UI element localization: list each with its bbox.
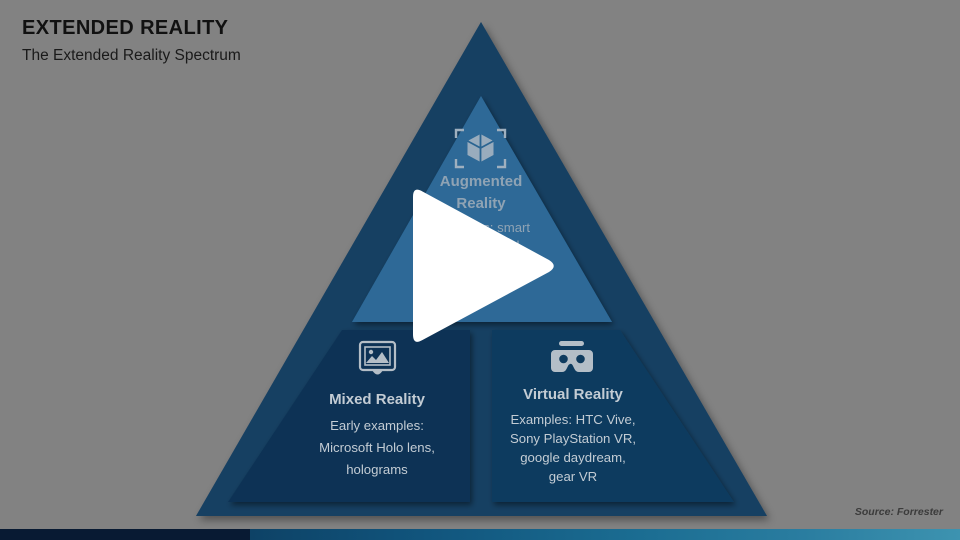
vr-body-line1: Examples: HTC Vive,: [510, 412, 635, 427]
progress-played-portion[interactable]: [0, 529, 250, 540]
mr-title: Mixed Reality: [329, 391, 426, 408]
vr-body-line4: gear VR: [549, 469, 597, 484]
mr-body-line2: Microsoft Holo lens,: [319, 440, 435, 455]
ar-body-line3: mounted displays: [430, 256, 533, 271]
vr-headset-icon: [551, 341, 593, 372]
video-progress-bar[interactable]: [0, 529, 960, 540]
vr-body-line2: Sony PlayStation VR,: [510, 431, 636, 446]
vr-body-line3: google daydream,: [520, 450, 626, 465]
page-subtitle: The Extended Reality Spectrum: [22, 47, 241, 64]
ar-body-line2: glasses, head-: [438, 238, 524, 253]
progress-remaining-portion[interactable]: [249, 529, 960, 540]
slide-header: EXTENDED REALITY The Extended Reality Sp…: [22, 17, 241, 66]
ar-cube-icon: [454, 128, 507, 169]
segment-mixed-reality[interactable]: [228, 330, 470, 502]
mr-body-line1: Early examples:: [330, 418, 424, 433]
segment-virtual-reality[interactable]: [492, 330, 734, 502]
ar-title-line2: Reality: [456, 195, 506, 212]
ar-title-line1: Augmented: [440, 173, 523, 190]
page-title: EXTENDED REALITY: [22, 17, 229, 39]
mr-body-line3: holograms: [346, 462, 408, 477]
source-attribution: Source: Forrester: [854, 506, 943, 518]
vr-title: Virtual Reality: [523, 386, 623, 403]
ar-body-line1: Examples: smart: [432, 220, 531, 235]
mixed-reality-screen-icon: [358, 340, 397, 375]
